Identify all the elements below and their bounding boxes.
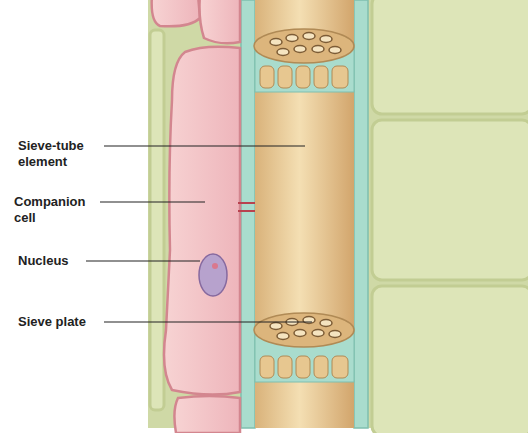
leader-line <box>104 321 312 322</box>
sieve-plate <box>254 313 354 382</box>
cell-wall <box>354 0 368 428</box>
leader-line <box>86 260 200 261</box>
nucleus <box>199 254 227 296</box>
leader-lines <box>86 146 312 322</box>
part-label: Nucleus <box>18 253 69 269</box>
sieve-plate <box>254 29 354 92</box>
part-label: Sieve-tube element <box>18 138 98 170</box>
nucleolus <box>212 263 218 269</box>
cell-wall <box>241 0 255 428</box>
parenchyma-cells <box>150 0 528 433</box>
part-label: Companion cell <box>14 194 94 226</box>
sieve-tube-body <box>255 0 354 428</box>
leader-line <box>104 145 305 146</box>
leader-line <box>100 201 205 202</box>
companion-cells <box>152 0 240 433</box>
part-label: Sieve plate <box>18 314 86 330</box>
